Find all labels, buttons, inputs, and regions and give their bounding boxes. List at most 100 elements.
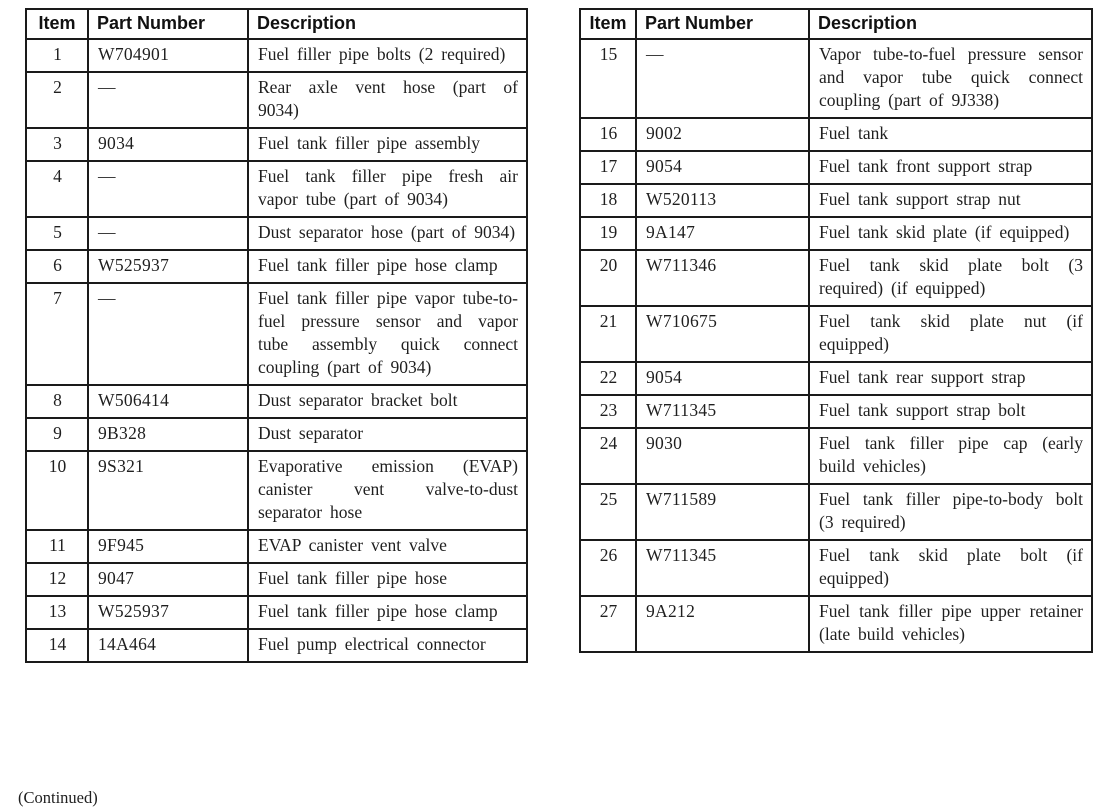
- description-cell: Fuel tank skid plate bolt (3 required) (…: [808, 249, 1093, 307]
- description-cell: Fuel tank rear support strap: [808, 361, 1093, 396]
- description-cell: Fuel tank filler pipe fresh air vapor tu…: [247, 160, 528, 218]
- item-cell: 14: [25, 628, 89, 663]
- description-cell: Fuel tank skid plate (if equipped): [808, 216, 1093, 251]
- column-header-description: Description: [808, 8, 1093, 40]
- part-number-cell: W520113: [635, 183, 810, 218]
- part-number-cell: —: [635, 38, 810, 119]
- parts-table-right-container: Item Part Number Description 15—Vapor tu…: [579, 8, 1093, 653]
- item-cell: 18: [579, 183, 637, 218]
- description-cell: Fuel tank filler pipe upper retainer (la…: [808, 595, 1093, 653]
- item-cell: 3: [25, 127, 89, 162]
- item-cell: 25: [579, 483, 637, 541]
- item-cell: 26: [579, 539, 637, 597]
- part-number-cell: W704901: [87, 38, 249, 73]
- item-cell: 5: [25, 216, 89, 251]
- description-cell: Fuel tank support strap bolt: [808, 394, 1093, 429]
- description-cell: Fuel tank front support strap: [808, 150, 1093, 185]
- description-cell: Dust separator: [247, 417, 528, 452]
- part-number-cell: W525937: [87, 595, 249, 630]
- item-cell: 19: [579, 216, 637, 251]
- item-cell: 27: [579, 595, 637, 653]
- table-row: 7—Fuel tank filler pipe vapor tube-to-fu…: [25, 282, 528, 386]
- table-row: 2—Rear axle vent hose (part of 9034): [25, 71, 528, 129]
- part-number-cell: 9030: [635, 427, 810, 485]
- description-cell: Dust separator bracket bolt: [247, 384, 528, 419]
- part-number-cell: 9F945: [87, 529, 249, 564]
- part-number-cell: 9A212: [635, 595, 810, 653]
- description-cell: Fuel tank skid plate nut (if equipped): [808, 305, 1093, 363]
- column-header-part-number: Part Number: [87, 8, 249, 40]
- item-cell: 20: [579, 249, 637, 307]
- description-cell: Fuel tank skid plate bolt (if equipped): [808, 539, 1093, 597]
- part-number-cell: —: [87, 71, 249, 129]
- part-number-cell: 9002: [635, 117, 810, 152]
- part-number-cell: 9034: [87, 127, 249, 162]
- part-number-cell: 9A147: [635, 216, 810, 251]
- column-header-item: Item: [579, 8, 637, 40]
- item-cell: 4: [25, 160, 89, 218]
- header-row: Item Part Number Description: [25, 8, 528, 40]
- part-number-cell: 9054: [635, 150, 810, 185]
- part-number-cell: 9B328: [87, 417, 249, 452]
- item-cell: 1: [25, 38, 89, 73]
- item-cell: 24: [579, 427, 637, 485]
- description-cell: Fuel tank filler pipe assembly: [247, 127, 528, 162]
- table-row: 15—Vapor tube-to-fuel pressure sensor an…: [579, 38, 1093, 119]
- column-header-item: Item: [25, 8, 89, 40]
- part-number-cell: W710675: [635, 305, 810, 363]
- item-cell: 11: [25, 529, 89, 564]
- item-cell: 16: [579, 117, 637, 152]
- item-cell: 23: [579, 394, 637, 429]
- description-cell: Fuel tank filler pipe hose clamp: [247, 595, 528, 630]
- table-row: 5—Dust separator hose (part of 9034): [25, 216, 528, 251]
- part-number-cell: 9054: [635, 361, 810, 396]
- item-cell: 21: [579, 305, 637, 363]
- part-number-cell: W525937: [87, 249, 249, 284]
- column-header-part-number: Part Number: [635, 8, 810, 40]
- part-number-cell: 9047: [87, 562, 249, 597]
- part-number-cell: —: [87, 282, 249, 386]
- description-cell: Vapor tube-to-fuel pressure sensor and v…: [808, 38, 1093, 119]
- table-row: 4—Fuel tank filler pipe fresh air vapor …: [25, 160, 528, 218]
- description-cell: Evaporative emission (EVAP) canister ven…: [247, 450, 528, 531]
- part-number-cell: —: [87, 216, 249, 251]
- part-number-cell: W711345: [635, 539, 810, 597]
- item-cell: 12: [25, 562, 89, 597]
- description-cell: Fuel tank filler pipe hose clamp: [247, 249, 528, 284]
- description-cell: EVAP canister vent valve: [247, 529, 528, 564]
- description-cell: Fuel tank: [808, 117, 1093, 152]
- description-cell: Dust separator hose (part of 9034): [247, 216, 528, 251]
- item-cell: 6: [25, 249, 89, 284]
- item-cell: 7: [25, 282, 89, 386]
- column-header-description: Description: [247, 8, 528, 40]
- part-number-cell: 9S321: [87, 450, 249, 531]
- part-number-cell: W506414: [87, 384, 249, 419]
- description-cell: Fuel tank support strap nut: [808, 183, 1093, 218]
- part-number-cell: —: [87, 160, 249, 218]
- parts-table-right: Item Part Number Description 15—Vapor tu…: [579, 8, 1093, 653]
- item-cell: 8: [25, 384, 89, 419]
- item-cell: 2: [25, 71, 89, 129]
- part-number-cell: 14A464: [87, 628, 249, 663]
- item-cell: 17: [579, 150, 637, 185]
